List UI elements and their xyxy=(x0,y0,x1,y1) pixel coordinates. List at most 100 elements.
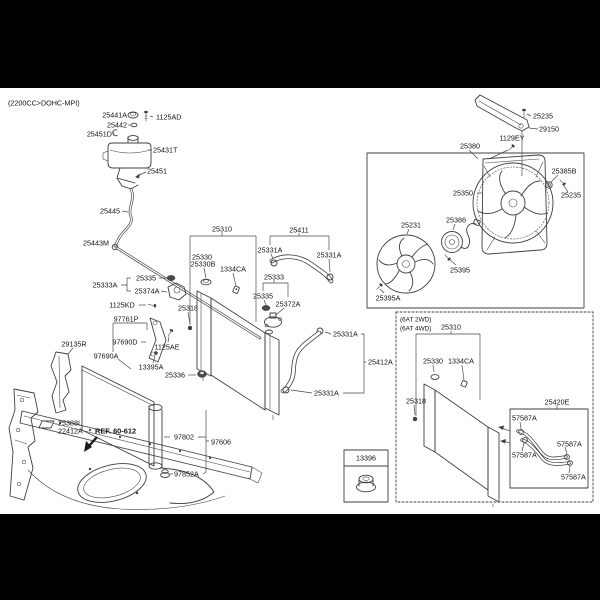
hose-clamp-25331A-4 xyxy=(282,386,290,394)
grommet-box-group: 13396 xyxy=(343,449,389,503)
label-25235-top: 25235 xyxy=(533,112,553,121)
diagram-canvas xyxy=(0,88,600,514)
carrier-lower-apron xyxy=(27,469,226,510)
label-57587A-1: 57587A xyxy=(512,414,537,423)
label-1334CA: 1334CA xyxy=(220,265,246,274)
label-25386: 25386 xyxy=(446,216,466,225)
hose-clamp-25331A-2 xyxy=(326,273,334,281)
reservoir-clip xyxy=(112,129,118,137)
label-57587A-2: 57587A xyxy=(512,451,537,460)
bolt-1125AE xyxy=(167,329,174,337)
label-25333A: 25333A xyxy=(93,281,118,290)
bolt-25318 xyxy=(187,325,193,331)
tag-25388L xyxy=(38,420,55,429)
radiator-group: 25310 25330 25330B 1334CA 25318 25336 xyxy=(93,225,301,421)
radiator-cap xyxy=(200,278,212,286)
label-57587A-3: 57587A xyxy=(557,440,582,449)
label-25412A: 25412A xyxy=(368,358,393,367)
clip-1334CA xyxy=(232,285,240,294)
label-25331A-4: 25331A xyxy=(314,389,339,398)
label-25310: 25310 xyxy=(212,225,232,234)
label-25385B: 25385B xyxy=(552,167,577,176)
label-25443M: 25443M xyxy=(83,239,109,248)
6at-variant-group: (6AT 2WD) (6AT 4WD) 25310 25330 1334CA 2… xyxy=(395,311,594,508)
label-25395A: 25395A xyxy=(376,294,401,303)
label-25441A: 25441A xyxy=(102,111,127,120)
radiator-6at xyxy=(423,383,500,508)
radiator-filler-neck xyxy=(265,329,273,335)
label-25372A: 25372A xyxy=(276,300,301,309)
hoses-group: 25411 25331A 25331A 25331A 25331A 25412A xyxy=(258,226,393,398)
label-57587A-4: 57587A xyxy=(561,473,586,482)
bolt-1125KD xyxy=(147,303,157,308)
label-97852A: 97852A xyxy=(174,470,199,479)
label-25445: 25445 xyxy=(100,207,120,216)
note-6at-2wd: (6AT 2WD) xyxy=(400,317,431,324)
oil-hose-box xyxy=(509,408,589,489)
air-guard-29135R xyxy=(50,351,72,414)
arrow-oil-line-1 xyxy=(498,425,504,430)
water-outlet-25372A xyxy=(264,312,282,328)
label-25330: 25330 xyxy=(192,253,212,262)
fan-group: 25235 29150 1129EY 25380 25350 25385B xyxy=(366,94,585,309)
label-25331A-1: 25331A xyxy=(258,246,283,255)
arrow-oil-line-2 xyxy=(500,439,506,444)
bracket-25333A xyxy=(121,277,131,292)
cap-25335-right xyxy=(261,305,271,311)
label-1125AE: 1125AE xyxy=(154,343,179,352)
carrier-headlamp-opening xyxy=(77,463,215,504)
bolt-13395A xyxy=(154,351,158,355)
radiator-core xyxy=(210,297,266,411)
grommet-box-13396 xyxy=(343,449,389,503)
label-1129EY: 1129EY xyxy=(499,134,524,143)
label-25336: 25336 xyxy=(165,371,185,380)
hose-clamp-25331A-1 xyxy=(270,259,278,267)
clamp-57587A-3 xyxy=(564,454,570,460)
label-25318-6at: 25318 xyxy=(406,397,426,406)
bracket-25333 xyxy=(262,280,289,297)
label-25350: 25350 xyxy=(453,189,473,198)
label-25331A-3: 25331A xyxy=(333,330,358,339)
clip-1334CA-6at xyxy=(460,380,468,388)
label-13396: 13396 xyxy=(356,454,376,463)
engine-variant-note: (2200CC>DOHC-MPI) xyxy=(8,99,80,108)
grommet-13396 xyxy=(356,474,376,493)
label-25330B: 25330B xyxy=(191,260,216,269)
label-25235-right: 25235 xyxy=(561,191,581,200)
grommet-97852A xyxy=(160,469,170,478)
ref-arrow-head xyxy=(84,441,92,452)
leader-arrow-25451 xyxy=(135,173,140,179)
bracket-25310-6at xyxy=(415,331,481,416)
bracket-25310 xyxy=(189,232,257,325)
label-97761P: 97761P xyxy=(114,315,139,324)
label-25411: 25411 xyxy=(289,226,308,235)
bolt-25395A xyxy=(376,283,383,290)
label-25431T: 25431T xyxy=(153,146,178,155)
label-25331A-2: 25331A xyxy=(317,251,342,260)
air-guard-29150 xyxy=(474,94,530,132)
radiator-cap-6at xyxy=(430,374,440,380)
nut-25385B xyxy=(545,181,553,189)
receiver-drier-97802 xyxy=(148,403,163,470)
bolt-1125AD xyxy=(143,110,149,122)
shroud-fan-blades xyxy=(477,170,548,239)
label-25231: 25231 xyxy=(401,221,421,230)
radiator-body xyxy=(196,290,280,421)
bolt-25318-6at xyxy=(412,416,418,422)
label-13395A: 13395A xyxy=(139,363,164,372)
label-97690D: 97690D xyxy=(112,338,137,347)
bracket-97761P xyxy=(112,322,148,352)
label-25374A: 25374A xyxy=(135,287,160,296)
bracket-25412A xyxy=(343,333,366,394)
ref-60-612-note: REF. 60-612 xyxy=(95,427,136,436)
reservoir-cap xyxy=(127,111,139,119)
carrier-left-tower xyxy=(8,388,39,501)
fan-blade-25231 xyxy=(376,234,436,294)
label-1125AD: 1125AD xyxy=(156,113,181,122)
reservoir-group: 25441A 1125AD 25442 25451D 25431T 25451 xyxy=(83,110,262,340)
label-25388L: 25388L xyxy=(58,419,82,428)
label-97802: 97802 xyxy=(174,433,194,442)
label-25335-left: 25335 xyxy=(136,274,156,283)
label-25451: 25451 xyxy=(147,167,167,176)
